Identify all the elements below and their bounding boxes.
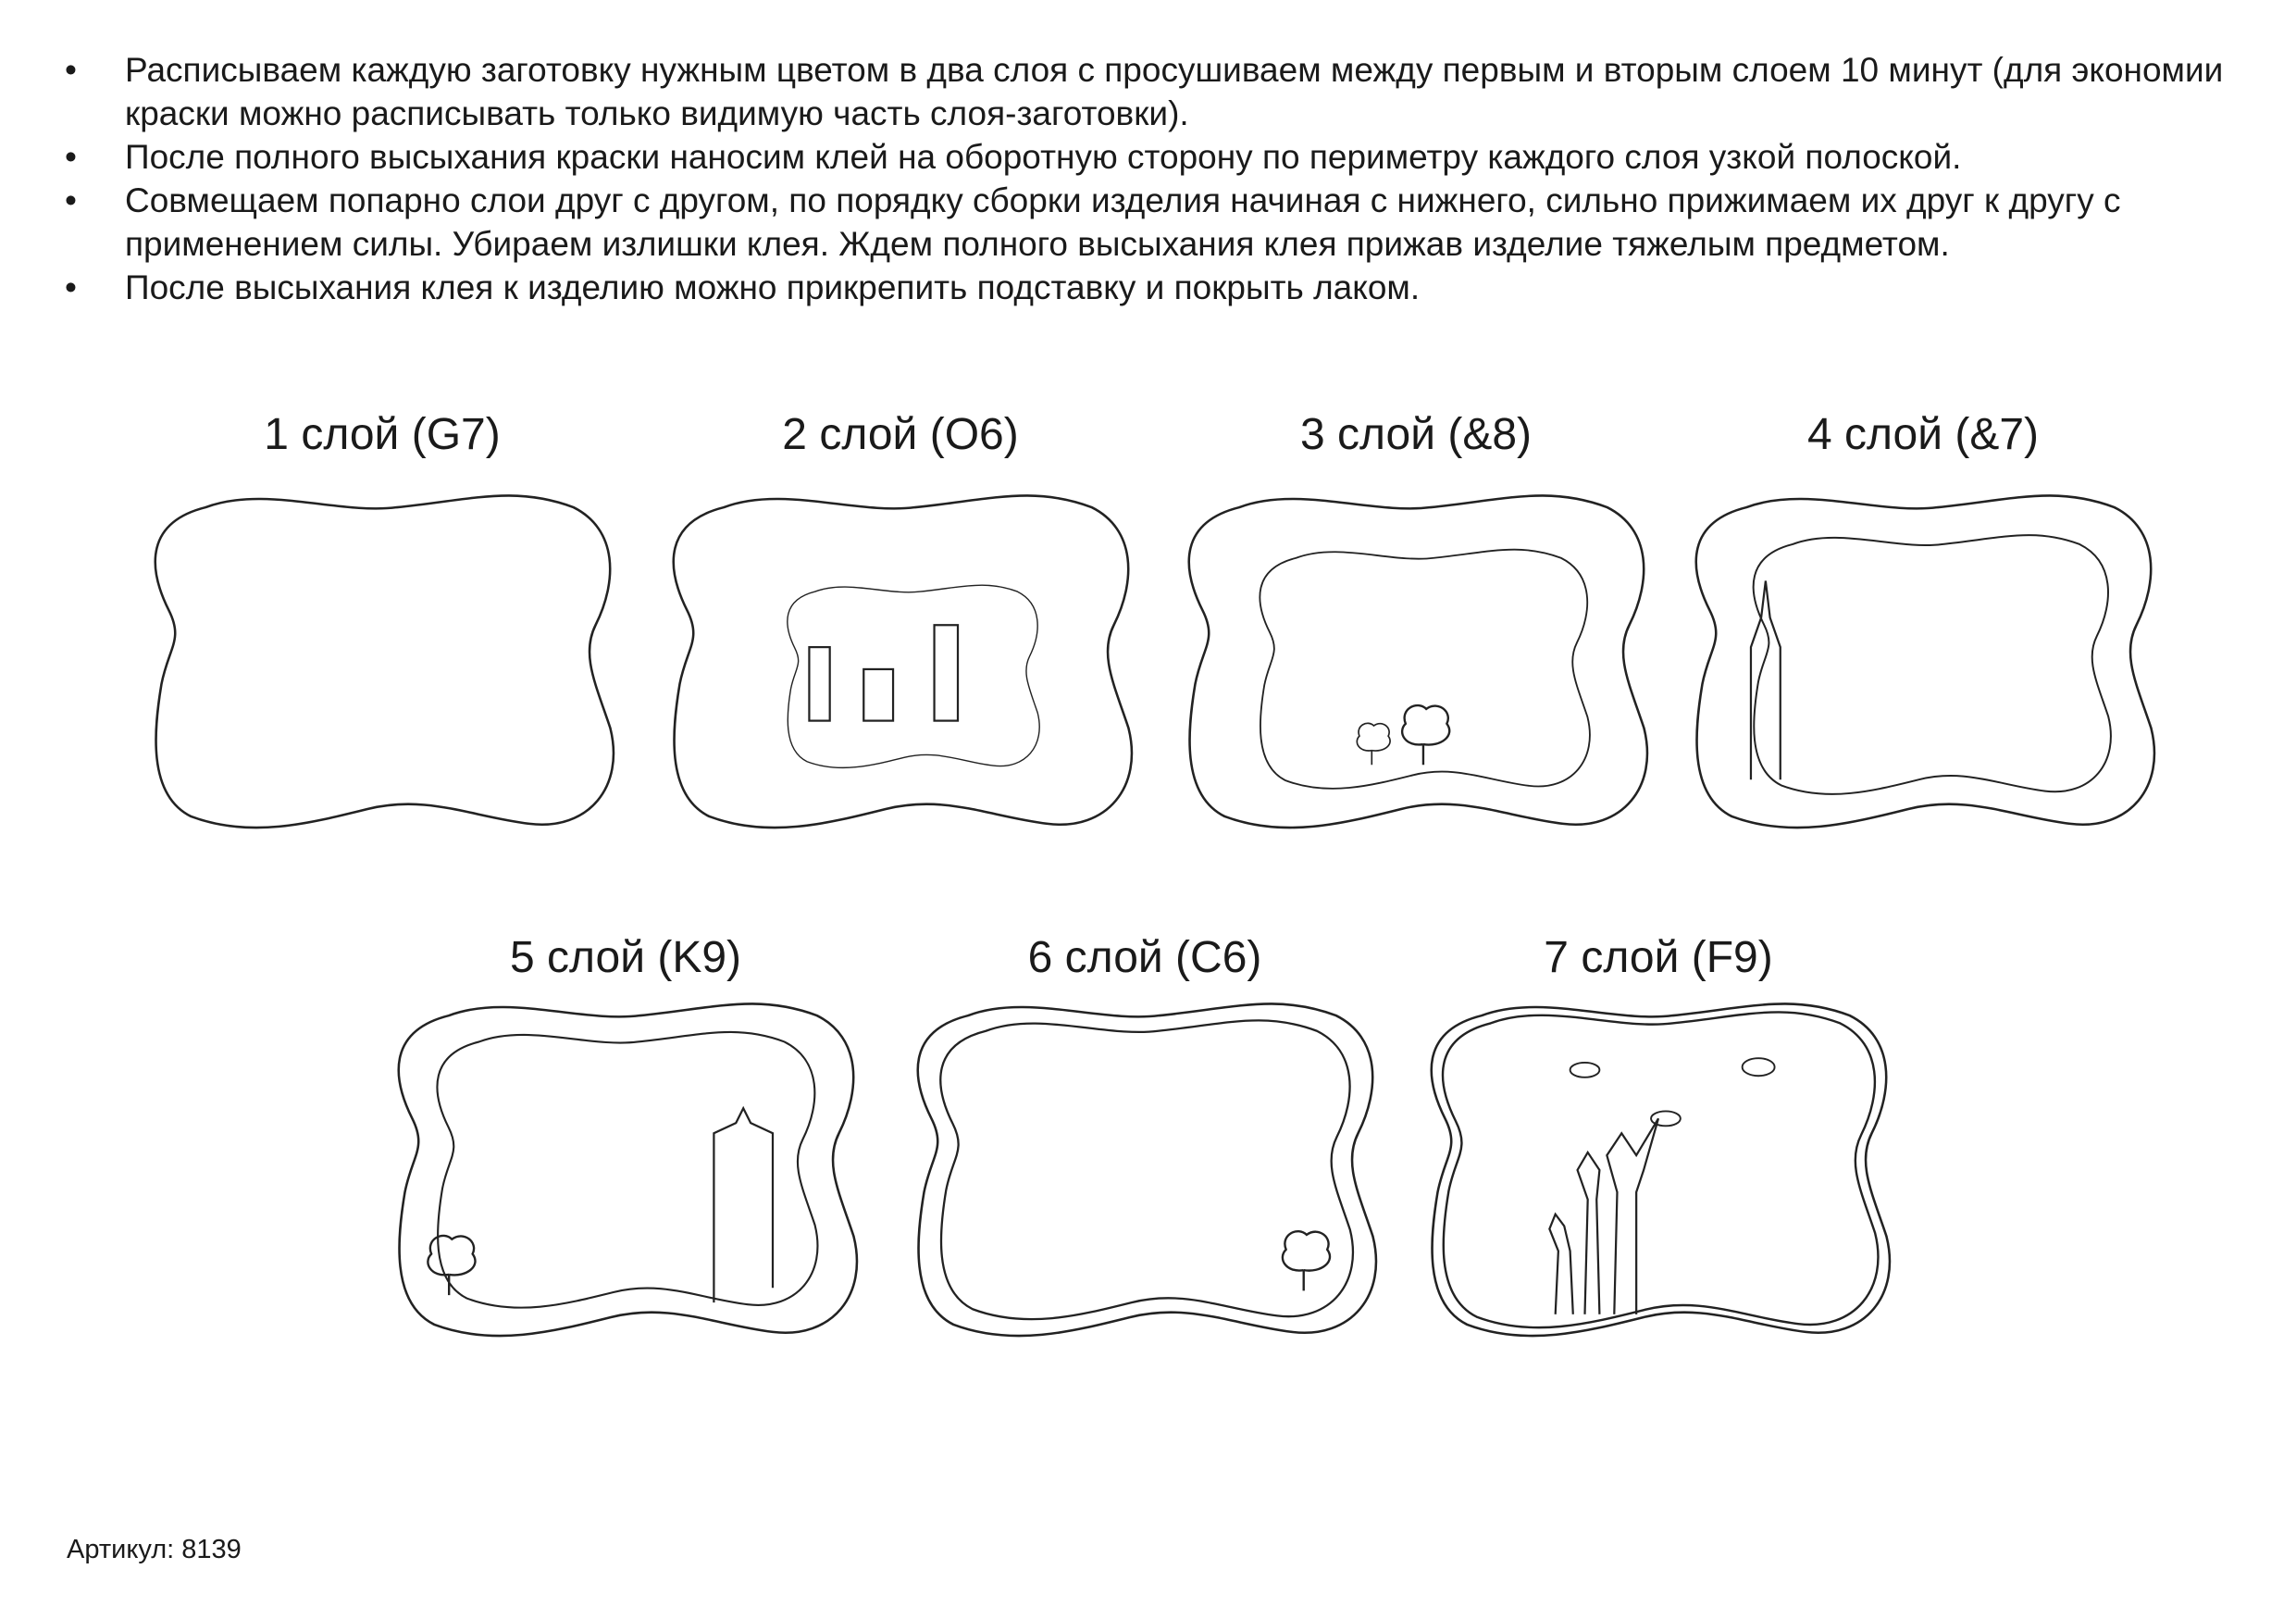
instruction-text: Совмещаем попарно слои друг с другом, по… [125,181,2121,263]
layer-3-title: 3 слой (&8) [1299,410,1533,459]
bullet: • [65,138,77,176]
layer-5-title: 5 слой (K9) [509,933,742,982]
layer-4-shape [1694,494,2156,829]
clouds-icon [1569,1057,1776,1127]
layer-4-title: 4 слой (&7) [1806,410,2040,459]
instruction-item: • После полного высыхания краски наносим … [65,135,2249,179]
layer-3-shape [1187,494,1649,829]
bullet: • [65,268,77,306]
city-buildings-icon [808,624,960,722]
instructions-list: • Расписываем каждую заготовку нужным цве… [65,48,2249,309]
tower-icon [1749,580,1781,780]
skyscraper-icon [713,1105,775,1303]
layer-7-shape [1430,1003,1892,1338]
instruction-text: Расписываем каждую заготовку нужным цвет… [125,51,2224,132]
instruction-text: После полного высыхания краски наносим к… [125,138,1962,176]
bullet: • [65,181,77,219]
instruction-item: • Совмещаем попарно слои друг с другом, п… [65,179,2249,266]
layer-1-shape [154,494,615,829]
instruction-text: После высыхания клея к изделию можно при… [125,268,1421,306]
layer-6-title: 6 слой (C6) [1027,933,1262,982]
family-silhouette-icon [1548,1117,1660,1314]
bullet: • [65,51,77,89]
tree-icon [1281,1229,1332,1292]
layer-6-shape [916,1003,1378,1338]
tree-icon [1400,704,1451,766]
layer-5-shape [397,1003,859,1338]
article-number: Артикул: 8139 [67,1535,242,1564]
layer-1-title: 1 слой (G7) [264,410,501,459]
layer-2-title: 2 слой (O6) [782,410,1019,459]
layer-2-shape [672,494,1134,829]
instruction-item: • После высыхания клея к изделию можно пр… [65,266,2249,309]
instruction-item: • Расписываем каждую заготовку нужным цве… [65,48,2249,135]
bush-icon [1356,722,1391,766]
layer-7-title: 7 слой (F9) [1544,933,1773,982]
